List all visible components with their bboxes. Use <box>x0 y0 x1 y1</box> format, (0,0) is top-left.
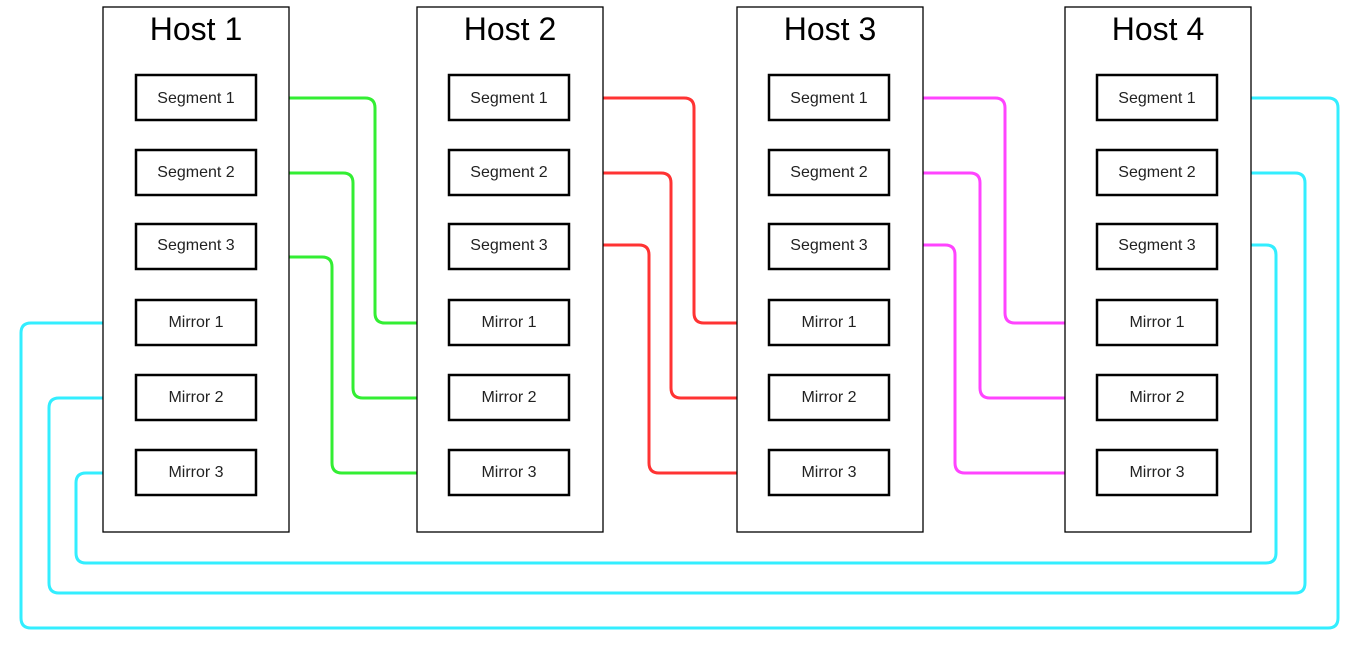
host-1-segment-1-label: Segment 1 <box>157 90 234 107</box>
host-4-mirror-1-box[interactable] <box>1095 298 1219 347</box>
host-1-segment-1-box[interactable] <box>134 73 258 122</box>
host-4-title: Host 4 <box>1112 11 1204 47</box>
link-host3-seg1-host4-mirror1[interactable] <box>890 96 1097 325</box>
host-2-title: Host 2 <box>464 11 556 47</box>
host-4-segment-1-label: Segment 1 <box>1118 90 1195 107</box>
host-3: Host 3 Segment 1 Segment 2 Segment 3 Mir… <box>736 6 924 533</box>
host-3-segment-1-label: Segment 1 <box>790 90 867 107</box>
links-layer <box>19 96 1340 630</box>
host-3-title: Host 3 <box>784 11 876 47</box>
link-host1-seg3-host2-mirror3[interactable] <box>256 255 448 475</box>
host-1-segment-2-label: Segment 2 <box>157 164 234 181</box>
host-2-segment-2-box[interactable] <box>447 148 571 197</box>
link-host2-seg1-host3-mirror1[interactable] <box>570 96 769 325</box>
host-4-mirror-2-label: Mirror 2 <box>1129 389 1184 406</box>
host-3-mirror-3-label: Mirror 3 <box>801 464 856 481</box>
host-1-segment-3-box[interactable] <box>134 222 258 271</box>
host-1-title: Host 1 <box>150 11 242 47</box>
host-1-mirror-3-label: Mirror 3 <box>168 464 223 481</box>
link-host4-seg2-host1-mirror2[interactable] <box>47 171 1307 595</box>
host-4: Host 4 Segment 1 Segment 2 Segment 3 Mir… <box>1064 6 1252 533</box>
link-host3-seg3-host4-mirror3[interactable] <box>890 243 1097 475</box>
host-4-segment-3-label: Segment 3 <box>1118 237 1195 254</box>
host-1-segment-2-box[interactable] <box>134 148 258 197</box>
host-3-segment-1-box[interactable] <box>767 73 891 122</box>
host-4-mirror-1-label: Mirror 1 <box>1129 314 1184 331</box>
link-host2-seg2-host3-mirror2[interactable] <box>570 171 769 400</box>
host-4-segment-1-box[interactable] <box>1095 73 1219 122</box>
link-host2-seg3-host3-mirror3[interactable] <box>570 243 769 475</box>
link-host4-seg3-host1-mirror3[interactable] <box>74 243 1278 565</box>
host-4-mirror-3-label: Mirror 3 <box>1129 464 1184 481</box>
host-3-segment-3-box[interactable] <box>767 222 891 271</box>
host-2-mirror-1-label: Mirror 1 <box>481 314 536 331</box>
host-2-segment-3-label: Segment 3 <box>470 237 547 254</box>
host-4-segment-2-label: Segment 2 <box>1118 164 1195 181</box>
link-host1-seg2-host2-mirror2[interactable] <box>256 171 448 400</box>
host-3-mirror-1-box[interactable] <box>767 298 891 347</box>
host-2-segment-1-box[interactable] <box>447 73 571 122</box>
host-3-mirror-2-box[interactable] <box>767 373 891 422</box>
host-3-mirror-1-label: Mirror 1 <box>801 314 856 331</box>
host-4-segment-2-box[interactable] <box>1095 148 1219 197</box>
link-host4-seg1-host1-mirror1[interactable] <box>19 96 1340 630</box>
host-1-segment-3-label: Segment 3 <box>157 237 234 254</box>
host-4-mirror-3-box[interactable] <box>1095 448 1219 497</box>
host-1-mirror-2-label: Mirror 2 <box>168 389 223 406</box>
host-3-mirror-3-box[interactable] <box>767 448 891 497</box>
host-3-segment-2-box[interactable] <box>767 148 891 197</box>
host-1: Host 1 Segment 1 Segment 2 Segment 3 Mir… <box>102 6 290 533</box>
link-host1-seg1-host2-mirror1[interactable] <box>256 96 448 325</box>
host-2-mirror-2-label: Mirror 2 <box>481 389 536 406</box>
host-2-mirror-3-label: Mirror 3 <box>481 464 536 481</box>
host-2-mirror-2-box[interactable] <box>447 373 571 422</box>
host-1-mirror-2-box[interactable] <box>134 373 258 422</box>
host-2-mirror-3-box[interactable] <box>447 448 571 497</box>
host-1-mirror-3-box[interactable] <box>134 448 258 497</box>
host-2-mirror-1-box[interactable] <box>447 298 571 347</box>
host-2-segment-2-label: Segment 2 <box>470 164 547 181</box>
link-host3-seg2-host4-mirror2[interactable] <box>890 171 1097 400</box>
host-3-segment-3-label: Segment 3 <box>790 237 867 254</box>
host-3-segment-2-label: Segment 2 <box>790 164 867 181</box>
host-4-segment-3-box[interactable] <box>1095 222 1219 271</box>
host-3-mirror-2-label: Mirror 2 <box>801 389 856 406</box>
host-4-mirror-2-box[interactable] <box>1095 373 1219 422</box>
host-1-mirror-1-box[interactable] <box>134 298 258 347</box>
host-1-mirror-1-label: Mirror 1 <box>168 314 223 331</box>
host-2: Host 2 Segment 1 Segment 2 Segment 3 Mir… <box>416 6 604 533</box>
host-2-segment-1-label: Segment 1 <box>470 90 547 107</box>
host-2-segment-3-box[interactable] <box>447 222 571 271</box>
